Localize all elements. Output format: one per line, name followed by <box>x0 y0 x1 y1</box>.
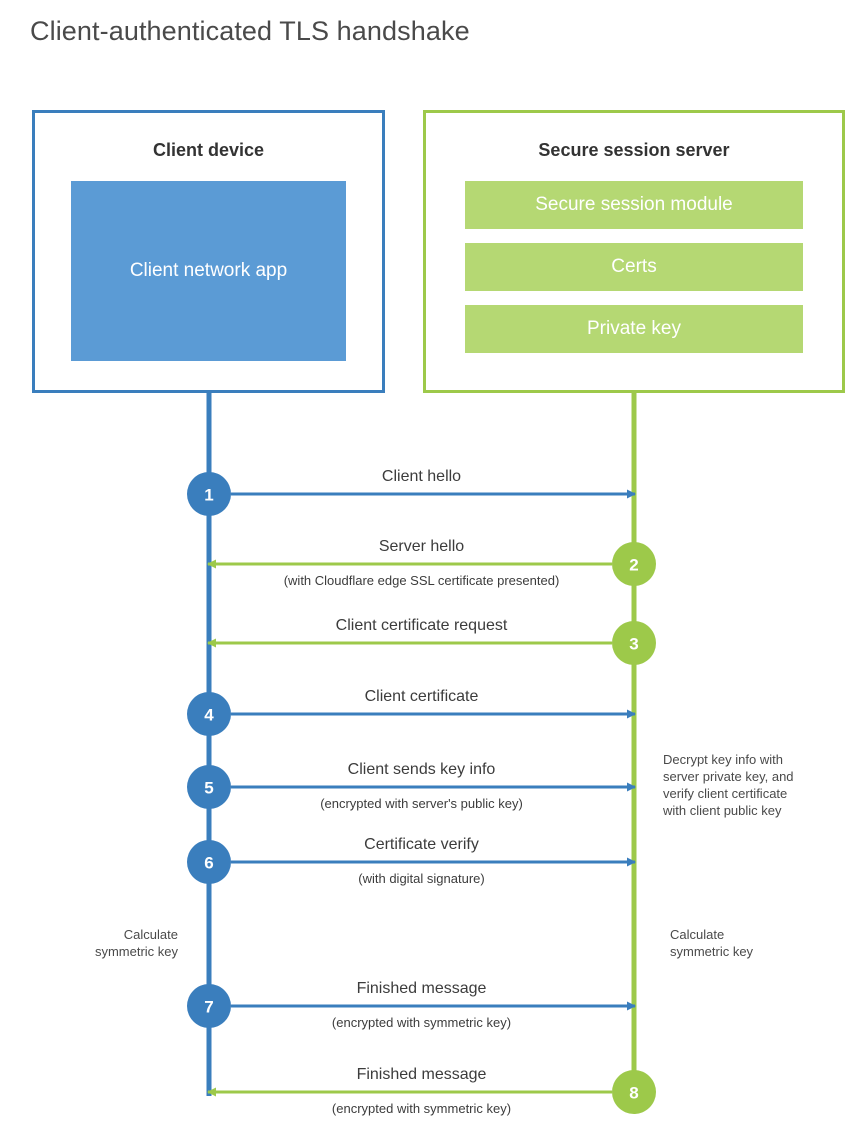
step-2-label: Server hello <box>379 538 464 555</box>
step-1-number: 1 <box>204 486 213 505</box>
sequence-step-7: 7 Finished message (encrypted with symmetr… <box>187 980 636 1030</box>
server-decrypt-note-line3: verify client certificate <box>663 786 787 801</box>
server-decrypt-note-line2: server private key, and <box>663 769 794 784</box>
client-calculate-note-line2: symmetric key <box>95 944 179 959</box>
server-calculate-note-line1: Calculate <box>670 927 724 942</box>
server-calculate-note-line2: symmetric key <box>670 944 754 959</box>
sequence-step-4: 4 Client certificate <box>187 688 636 736</box>
step-7-number: 7 <box>204 998 213 1017</box>
server-module-certs: Certs <box>465 243 803 291</box>
step-1-circle <box>187 472 231 516</box>
sequence-step-1: 1 Client hello <box>187 468 636 516</box>
step-4-circle <box>187 692 231 736</box>
client-calculate-note-line1: Calculate <box>124 927 178 942</box>
sequence-step-3: 3 Client certificate request <box>207 617 656 665</box>
server-decrypt-note-line4: with client public key <box>662 803 782 818</box>
step-8-circle <box>612 1070 656 1114</box>
step-6-sublabel: (with digital signature) <box>358 871 484 886</box>
step-3-circle <box>612 621 656 665</box>
sequence-step-5: 5 Client sends key info (encrypted with se… <box>187 761 636 811</box>
step-7-sublabel: (encrypted with symmetric key) <box>332 1015 511 1030</box>
step-7-label: Finished message <box>357 980 487 997</box>
step-5-label: Client sends key info <box>348 761 496 778</box>
step-6-circle <box>187 840 231 884</box>
steps-layer: 1 Client hello 2 Server hello (with Cloudfla… <box>187 468 656 1116</box>
secure-session-server-box: Secure session server Secure session mod… <box>423 110 845 393</box>
step-2-sublabel: (with Cloudflare edge SSL certificate pr… <box>284 573 560 588</box>
step-6-number: 6 <box>204 854 213 873</box>
step-4-number: 4 <box>204 706 214 725</box>
step-8-number: 8 <box>629 1084 638 1103</box>
client-device-box: Client device Client network app <box>32 110 385 393</box>
server-decrypt-note: Decrypt key info with server private key… <box>662 752 794 818</box>
client-device-title: Client device <box>152 140 265 160</box>
server-decrypt-note-line1: Decrypt key info with <box>663 752 783 767</box>
sequence-step-8: 8 Finished message (encrypted with symmetr… <box>207 1066 656 1116</box>
step-8-label: Finished message <box>357 1066 487 1083</box>
step-2-circle <box>612 542 656 586</box>
server-module-list: Secure session module Certs Private key <box>465 181 803 367</box>
step-5-number: 5 <box>204 779 213 798</box>
step-2-number: 2 <box>629 556 638 575</box>
sequence-step-2: 2 Server hello (with Cloudflare edge SSL c… <box>207 538 656 588</box>
step-4-label: Client certificate <box>365 688 479 705</box>
client-network-app-block: Client network app <box>71 181 346 361</box>
step-7-circle <box>187 984 231 1028</box>
server-module-secure-session: Secure session module <box>465 181 803 229</box>
sequence-step-6: 6 Certificate verify (with digital signatu… <box>187 836 636 886</box>
client-calculate-note: Calculate symmetric key <box>95 927 179 959</box>
step-5-circle <box>187 765 231 809</box>
secure-session-server-title: Secure session server <box>538 140 730 160</box>
step-3-number: 3 <box>629 635 638 654</box>
page-title: Client-authenticated TLS handshake <box>30 16 470 46</box>
server-calculate-note: Calculate symmetric key <box>670 927 754 959</box>
server-module-private-key: Private key <box>465 305 803 353</box>
step-6-label: Certificate verify <box>364 836 479 853</box>
step-1-label: Client hello <box>382 468 461 485</box>
step-5-sublabel: (encrypted with server's public key) <box>320 796 523 811</box>
step-3-label: Client certificate request <box>336 617 508 634</box>
step-8-sublabel: (encrypted with symmetric key) <box>332 1101 511 1116</box>
